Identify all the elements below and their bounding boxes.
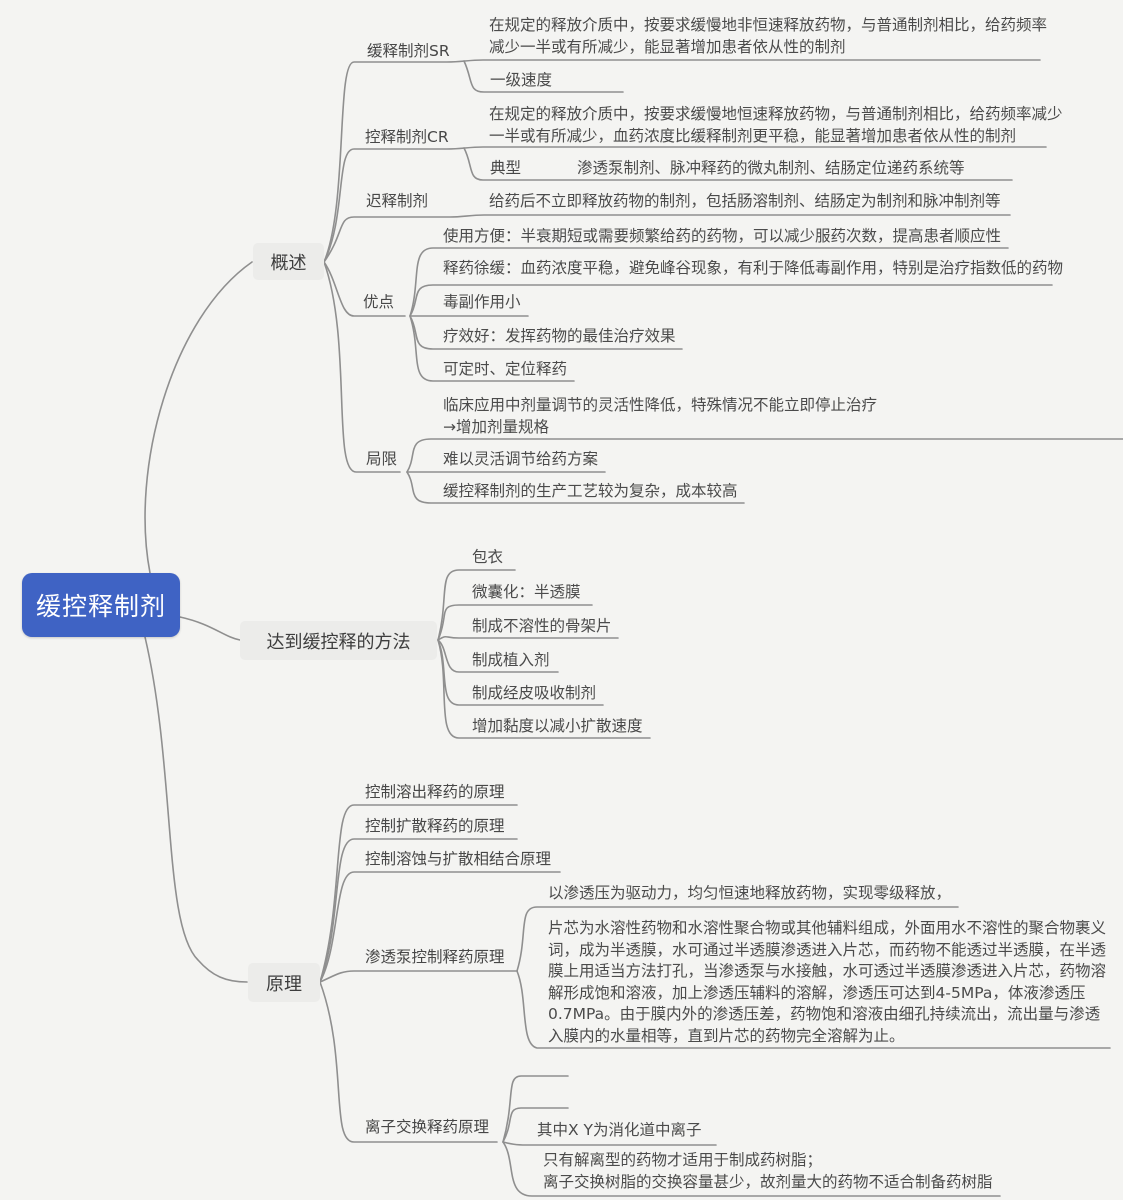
- node-delayed-definition[interactable]: 给药后不立即释放药物的制剂，包括肠溶制剂、结肠定为制剂和脉冲制剂等: [489, 192, 1001, 210]
- topic-overview[interactable]: 概述: [253, 243, 324, 280]
- node-advantage-item[interactable]: 释药徐缓：血药浓度平稳，避免峰谷现象，有利于降低毒副作用，特别是治疗指数低的药物: [443, 259, 1064, 277]
- node-method-item[interactable]: 制成植入剂: [472, 651, 550, 669]
- node-osmotic-summary[interactable]: 以渗透压为驱动力，均匀恒速地释放药物，实现零级释放，: [548, 884, 952, 902]
- node-ion-note[interactable]: 其中X Y为消化道中离子: [537, 1121, 702, 1139]
- node-advantages-label[interactable]: 优点: [363, 293, 395, 311]
- overview-branch-lines: [323, 59, 1123, 504]
- node-method-item[interactable]: 包衣: [472, 548, 504, 566]
- topic-principles[interactable]: 原理: [248, 963, 320, 1002]
- node-limitation-item[interactable]: 难以灵活调节给药方案: [443, 450, 599, 468]
- node-advantage-item[interactable]: 可定时、定位释药: [443, 360, 568, 378]
- node-ion-note[interactable]: 只有解离型的药物才适用于制成药树脂； 离子交换树脂的交换容量甚少，故剂量大的药物…: [543, 1151, 993, 1191]
- node-cr-definition[interactable]: 在规定的释放介质中，按要求缓慢地恒速释放药物，与普通制剂相比，给药频率减少一半或…: [489, 105, 1063, 145]
- node-limitations-label[interactable]: 局限: [366, 450, 398, 468]
- topic-methods[interactable]: 达到缓控释的方法: [240, 621, 437, 660]
- node-sr-label[interactable]: 缓释制剂SR: [367, 42, 450, 60]
- root-branch-lines: [144, 261, 253, 983]
- node-principle-item[interactable]: 控制扩散释药的原理: [365, 817, 505, 835]
- node-principle-item[interactable]: 控制溶蚀与扩散相结合原理: [365, 850, 552, 868]
- node-limitation-item[interactable]: 缓控释制剂的生产工艺较为复杂，成本较高: [443, 482, 738, 500]
- node-method-item[interactable]: 制成不溶性的骨架片: [472, 617, 612, 635]
- node-limitation-item[interactable]: 临床应用中剂量调节的灵活性降低，特殊情况不能立即停止治疗 →增加剂量规格: [443, 396, 878, 436]
- node-cr-label[interactable]: 控释制剂CR: [365, 128, 449, 146]
- node-sr-rate[interactable]: 一级速度: [490, 71, 553, 89]
- node-principle-item[interactable]: 控制溶出释药的原理: [365, 783, 505, 801]
- principles-branch-lines: [319, 804, 1111, 1197]
- node-ion-exchange-label[interactable]: 离子交换释药原理: [365, 1118, 490, 1136]
- node-osmotic-detail[interactable]: 片芯为水溶性药物和水溶性聚合物或其他辅料组成，外面用水不溶性的聚合物裹义词，成为…: [548, 919, 1107, 1045]
- node-advantage-item[interactable]: 毒副作用小: [443, 293, 521, 311]
- node-advantage-item[interactable]: 疗效好：发挥药物的最佳治疗效果: [443, 327, 676, 345]
- node-typical-content[interactable]: 渗透泵制剂、脉冲释药的微丸制剂、结肠定位递药系统等: [577, 159, 965, 177]
- node-sr-definition[interactable]: 在规定的释放介质中，按要求缓慢地非恒速释放药物，与普通制剂相比，给药频率减少一半…: [489, 16, 1048, 56]
- node-typical-label[interactable]: 典型: [490, 159, 522, 177]
- node-osmotic-label[interactable]: 渗透泵控制释药原理: [365, 948, 505, 966]
- node-delayed-label[interactable]: 迟释制剂: [366, 192, 429, 210]
- node-method-item[interactable]: 微囊化：半透膜: [472, 583, 581, 601]
- node-advantage-item[interactable]: 使用方便：半衰期短或需要频繁给药的药物，可以减少服药次数，提高患者顺应性: [443, 227, 1002, 245]
- methods-branch-lines: [437, 569, 651, 739]
- node-method-item[interactable]: 增加黏度以减小扩散速度: [472, 717, 643, 735]
- node-method-item[interactable]: 制成经皮吸收制剂: [472, 684, 597, 702]
- root-node[interactable]: 缓控释制剂: [22, 573, 180, 637]
